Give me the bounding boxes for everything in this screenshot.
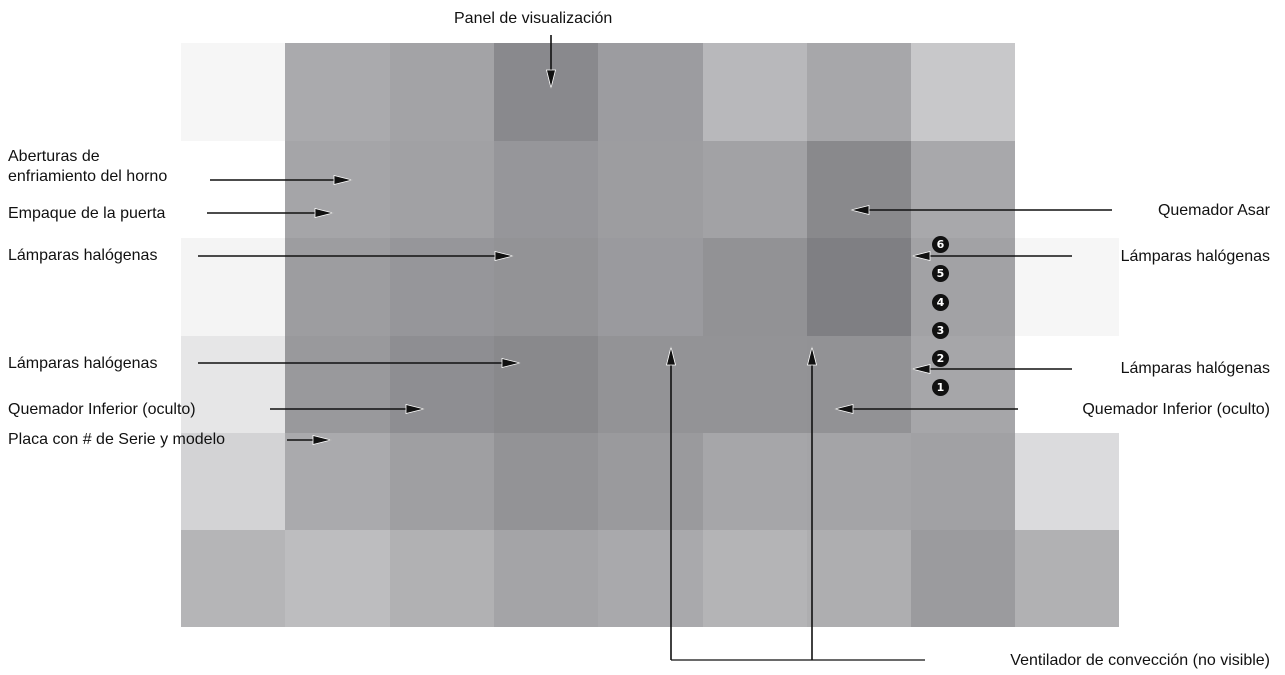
label-lower-burner-left: Quemador Inferior (oculto) <box>8 401 196 418</box>
photo-tile <box>703 141 807 238</box>
label-lower-burner-right: Quemador Inferior (oculto) <box>1082 401 1270 418</box>
photo-tile <box>598 530 703 627</box>
fan-right-head <box>806 346 818 366</box>
label-cooling-vents-line1: Aberturas de <box>8 148 100 165</box>
photo-tile <box>703 336 807 433</box>
photo-tile <box>181 530 285 627</box>
label-broil-burner: Quemador Asar <box>1157 202 1270 219</box>
label-halogen-lamps-right-upper: Lámparas halógenas <box>1120 248 1270 265</box>
photo-tile <box>807 433 911 530</box>
photo-tile <box>390 336 494 433</box>
arrow-serial-plate-head <box>312 434 332 446</box>
arrow-halogen-left-upper-head <box>494 250 514 262</box>
arrow-cooling-vents-head <box>333 174 353 186</box>
arrow-lower-burner-left-head <box>405 403 425 415</box>
photo-tile <box>911 433 1015 530</box>
photo-tile <box>703 238 807 336</box>
photo-tile <box>494 141 598 238</box>
label-cooling-vents-line2: enfriamiento del horno <box>8 168 168 185</box>
photo-tile <box>911 336 1015 433</box>
photo-tile <box>390 141 494 238</box>
photo-tile <box>181 43 285 141</box>
photo-tile <box>181 238 285 336</box>
photo-tile <box>598 336 703 433</box>
photo-tile <box>1015 433 1119 530</box>
rack-position-4: 4 <box>932 294 949 311</box>
label-halogen-lamps-right-lower: Lámparas halógenas <box>1120 360 1270 377</box>
photo-tile <box>285 530 390 627</box>
photo-tile <box>390 238 494 336</box>
photo-tile <box>1015 530 1119 627</box>
rack-position-1: 1 <box>932 379 949 396</box>
photo-tile <box>390 43 494 141</box>
rack-position-3: 3 <box>932 322 949 339</box>
photo-tile <box>390 530 494 627</box>
fan-left-head <box>665 346 677 366</box>
arrow-broil-burner-head <box>850 204 870 216</box>
photo-tile <box>807 530 911 627</box>
photo-tile <box>1015 238 1119 336</box>
photo-tile <box>807 141 911 238</box>
photo-tile <box>285 141 390 238</box>
photo-tile <box>181 336 285 433</box>
label-convection-fan: Ventilador de convección (no visible) <box>1010 652 1270 669</box>
photo-tile <box>807 336 911 433</box>
photo-tile <box>494 43 598 141</box>
photo-tile <box>494 336 598 433</box>
rack-position-5: 5 <box>932 265 949 282</box>
photo-tile <box>181 433 285 530</box>
photo-tile <box>285 238 390 336</box>
rack-position-6: 6 <box>932 236 949 253</box>
photo-tile <box>285 43 390 141</box>
photo-tile <box>285 433 390 530</box>
photo-tile <box>598 43 703 141</box>
arrow-lower-burner-right-head <box>834 403 854 415</box>
photo-tile <box>911 530 1015 627</box>
photo-tile <box>494 530 598 627</box>
photo-tile <box>807 43 911 141</box>
photo-tile <box>598 141 703 238</box>
photo-tile <box>285 336 390 433</box>
photo-tile <box>911 141 1015 238</box>
photo-tile <box>703 433 807 530</box>
photo-tile <box>703 530 807 627</box>
label-halogen-lamps-left-lower: Lámparas halógenas <box>8 355 158 372</box>
arrow-halogen-right-lower-head <box>911 363 931 375</box>
arrow-halogen-right-upper-head <box>911 250 931 262</box>
label-serial-plate: Placa con # de Serie y modelo <box>8 431 226 448</box>
label-door-gasket: Empaque de la puerta <box>8 205 166 222</box>
photo-tile <box>598 238 703 336</box>
arrow-display-panel-head <box>545 69 557 89</box>
arrow-door-gasket-head <box>314 207 334 219</box>
photo-tile <box>807 238 911 336</box>
label-halogen-lamps-left-upper: Lámparas halógenas <box>8 247 158 264</box>
photo-tile <box>911 43 1015 141</box>
photo-tile <box>494 238 598 336</box>
photo-tile <box>703 43 807 141</box>
photo-tile <box>390 433 494 530</box>
photo-tile <box>598 433 703 530</box>
photo-tile <box>494 433 598 530</box>
label-display-panel: Panel de visualización <box>454 10 613 27</box>
rack-position-2: 2 <box>932 350 949 367</box>
arrow-halogen-left-lower-head <box>501 357 521 369</box>
